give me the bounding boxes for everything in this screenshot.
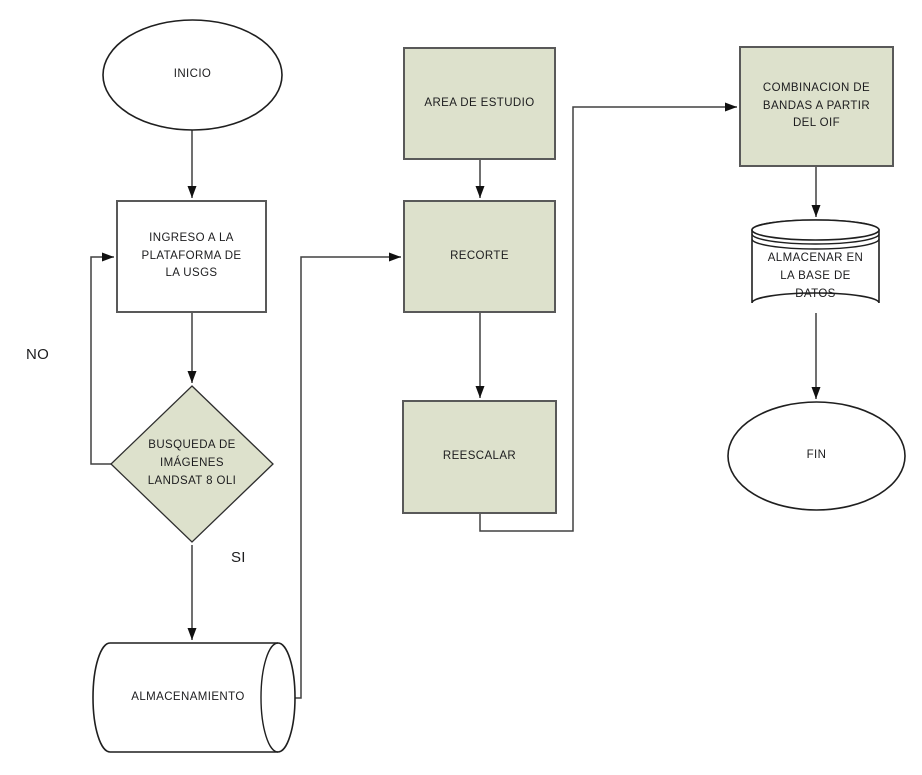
- node-almacenar-bd-label: ALMACENAR EN LA BASE DE DATOS: [767, 252, 864, 300]
- node-ingreso-shape: [116, 200, 267, 313]
- node-recorte-shape: [403, 200, 556, 313]
- node-inicio-label: INICIO: [173, 68, 212, 81]
- node-combinacion-shape: [739, 46, 894, 167]
- node-reescalar-shape: [402, 400, 557, 514]
- node-ingreso-label: INGRESO A LA PLATAFORMA DE LA USGS: [141, 231, 242, 280]
- edge-reescalar-to-combinacion: [479, 102, 737, 532]
- node-almacenar-bd-cylinder-ring: [751, 233, 880, 245]
- node-recorte-label: RECORTE: [450, 249, 509, 262]
- edge-busqueda-no-to-ingreso: [90, 252, 114, 465]
- node-almacenar-bd-cylinder-ring: [751, 238, 880, 250]
- edge-label-no: NO: [26, 346, 50, 363]
- node-combinacion-label: COMBINACION DE BANDAS A PARTIR DEL OIF: [762, 81, 871, 130]
- node-area-shape: [403, 47, 556, 160]
- node-fin-label: FIN: [806, 449, 827, 462]
- node-reescalar-label: REESCALAR: [442, 450, 517, 463]
- node-busqueda-decision-shape: [110, 385, 274, 543]
- node-busqueda-label: BUSQUEDA DE IMÁGENES LANDSAT 8 OLI: [147, 439, 237, 487]
- node-almacenamiento-label: ALMACENAMIENTO: [131, 690, 245, 703]
- edge-label-si: SI: [231, 549, 246, 566]
- node-fin-shape: [727, 401, 906, 511]
- node-area-label: AREA DE ESTUDIO: [424, 96, 535, 109]
- node-inicio-shape: [102, 19, 283, 131]
- node-almacenamiento-cylinder-capline: [260, 642, 279, 753]
- node-almacenar-bd-cylinder-top: [751, 219, 880, 241]
- edge-almacenamiento-to-recorte: [295, 252, 401, 699]
